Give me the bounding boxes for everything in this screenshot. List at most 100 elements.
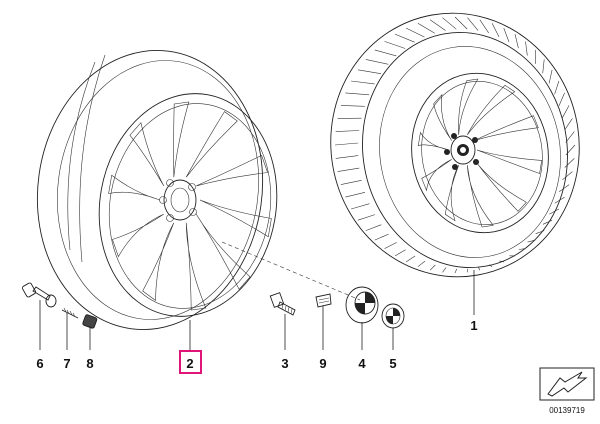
wheel-spoke bbox=[421, 159, 452, 192]
tread-groove bbox=[518, 248, 526, 250]
tread-groove bbox=[429, 19, 446, 31]
tread-groove bbox=[374, 49, 397, 57]
tread-groove bbox=[340, 180, 362, 185]
tread-groove bbox=[554, 196, 565, 204]
tread-groove bbox=[548, 69, 553, 84]
highlighted-part-box bbox=[179, 350, 202, 374]
rim-spoke bbox=[185, 111, 238, 178]
wheel-spoke bbox=[444, 165, 459, 222]
valve-insert-drawing[interactable] bbox=[61, 307, 79, 319]
tread-groove bbox=[357, 69, 382, 74]
rim-spoke bbox=[142, 222, 175, 301]
tread-groove bbox=[559, 184, 570, 192]
tread-groove bbox=[365, 59, 389, 65]
tread-groove bbox=[442, 267, 447, 273]
tread-groove bbox=[335, 130, 360, 132]
tread-groove bbox=[345, 192, 366, 198]
tread-groove bbox=[478, 267, 481, 271]
tread-groove bbox=[514, 34, 519, 49]
tread-groove bbox=[564, 158, 575, 168]
tread-groove bbox=[335, 155, 359, 159]
tread-groove bbox=[525, 41, 528, 56]
wheel-spoke bbox=[474, 159, 527, 212]
rim-spoke bbox=[108, 174, 161, 201]
wheel-spoke bbox=[474, 115, 539, 141]
tread-groove bbox=[429, 264, 436, 271]
tread-groove bbox=[527, 239, 536, 243]
tread-groove bbox=[417, 23, 435, 34]
wheel-spoke bbox=[417, 131, 450, 151]
tread-groove bbox=[499, 260, 504, 263]
tread-groove bbox=[351, 80, 375, 85]
leader-lines bbox=[39, 270, 475, 350]
wheel-spoke bbox=[433, 93, 452, 141]
rim-spoke bbox=[112, 213, 164, 258]
rim-spoke bbox=[185, 222, 207, 311]
part-label-5[interactable]: 5Emblem bbox=[389, 356, 396, 371]
wheel-spoke bbox=[467, 84, 516, 135]
part-label-8[interactable]: 8Valve cap bbox=[86, 356, 93, 371]
tread-groove bbox=[562, 105, 570, 118]
wheel-with-tyre-drawing[interactable] bbox=[310, 0, 600, 297]
part-label-6[interactable]: 6Valve bbox=[36, 356, 43, 371]
tread-groove bbox=[384, 41, 406, 49]
direction-arrow-icon bbox=[539, 367, 595, 401]
rim-spoke bbox=[199, 199, 272, 238]
tread-groove bbox=[489, 264, 493, 267]
tread-groove bbox=[417, 260, 426, 267]
part-label-7[interactable]: 7Valve insert bbox=[63, 356, 70, 371]
tread-groove bbox=[454, 268, 458, 274]
wheel-bolt-drawing[interactable] bbox=[269, 292, 296, 316]
tread-groove bbox=[357, 214, 375, 221]
tread-groove bbox=[558, 92, 565, 106]
tread-groove bbox=[337, 167, 360, 172]
tread-groove bbox=[535, 230, 545, 234]
tread-groove bbox=[406, 27, 425, 38]
tread-groove bbox=[565, 144, 576, 156]
tread-groove bbox=[467, 17, 479, 31]
tread-groove bbox=[384, 242, 397, 249]
tread-groove bbox=[549, 208, 560, 215]
tread-groove bbox=[394, 249, 406, 257]
wheel-spoke bbox=[476, 149, 543, 174]
tread-groove bbox=[374, 233, 389, 241]
tread-groove bbox=[351, 203, 370, 210]
rim-spoke bbox=[195, 213, 251, 290]
tread-groove bbox=[564, 118, 573, 131]
tread-groove bbox=[565, 131, 575, 143]
tread-groove bbox=[406, 255, 416, 263]
balance-weight-drawing[interactable] bbox=[315, 293, 332, 308]
tread-groove bbox=[479, 19, 489, 34]
hub-cap-drawing[interactable] bbox=[345, 286, 379, 324]
tread-groove bbox=[442, 17, 457, 30]
wheel-spoke bbox=[467, 165, 494, 228]
part-label-4[interactable]: 4Hub cap bbox=[358, 356, 366, 371]
rim-spoke bbox=[173, 101, 190, 178]
tread-groove bbox=[365, 224, 382, 231]
rim-spoke bbox=[196, 154, 269, 187]
tread-groove bbox=[542, 59, 545, 74]
tread-groove bbox=[503, 27, 510, 43]
emblem-drawing[interactable] bbox=[381, 303, 405, 329]
tread-groove bbox=[554, 80, 560, 95]
rim-spoke bbox=[129, 122, 165, 187]
tread-groove bbox=[562, 171, 573, 181]
wheel-spoke bbox=[458, 78, 479, 135]
part-label-3[interactable]: 3Wheel bolt bbox=[281, 356, 288, 371]
part-label-1[interactable]: 1Complete wheel with tyre bbox=[470, 318, 477, 333]
tread-groove bbox=[340, 105, 365, 107]
valve-cap-drawing[interactable] bbox=[82, 314, 98, 329]
tread-groove bbox=[345, 92, 370, 96]
valve-drawing[interactable] bbox=[21, 282, 57, 308]
tread-groove bbox=[454, 16, 468, 30]
tread-groove bbox=[542, 219, 553, 225]
part-label-9[interactable]: 9Balance weight bbox=[319, 356, 326, 371]
rim-drawing[interactable] bbox=[20, 36, 295, 344]
part-label-2[interactable]: 2Light alloy rim bbox=[186, 356, 193, 371]
diagram-reference-number: 00139719 bbox=[549, 406, 585, 415]
tread-groove bbox=[394, 33, 415, 43]
tread-groove bbox=[491, 23, 500, 38]
tread-groove bbox=[334, 142, 359, 146]
